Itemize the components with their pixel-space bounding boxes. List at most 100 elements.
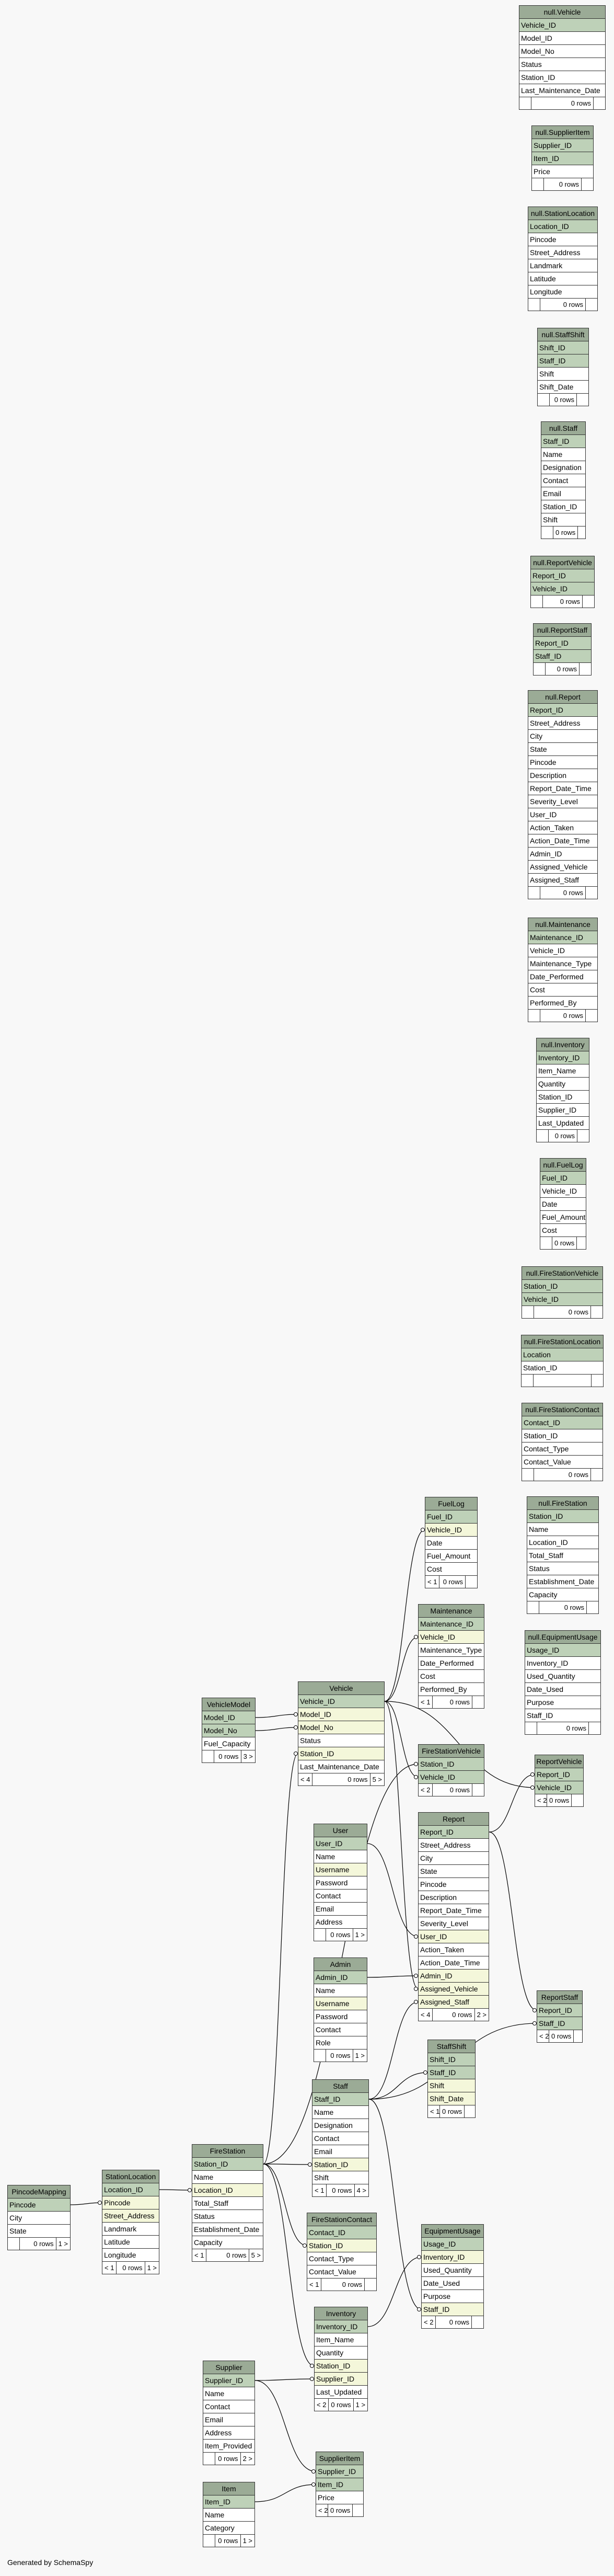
table-column: Landmark [102,2223,159,2236]
table-column: Action_Date_Time [528,834,597,848]
table-column: Cost [540,1224,586,1237]
table-column: Maintenance_Type [419,1644,484,1657]
children-count: 2 > [477,2011,486,2019]
table-title: ReportVehicle [535,1755,583,1768]
children-count [577,1237,588,1249]
table-title: Admin [314,1958,367,1971]
primary-key-column: Usage_ID [525,1644,600,1657]
parents-count: < 4 [419,2009,433,2021]
table-column: Latitude [102,2236,159,2249]
table-column: Last_Updated [315,2386,367,2399]
relationship-line [384,1701,419,1989]
relationship-end-marker [294,1751,298,1756]
table-title: EquipmentUsage [422,2225,483,2238]
table-column: Status [192,2210,263,2223]
primary-key-column: Staff_ID [541,435,585,448]
row-count: 0 rows [321,2279,365,2291]
foreign-key-column: Admin_ID [419,1970,489,1983]
table-column: State [419,1865,489,1878]
table-column: Last_Updated [537,1117,589,1130]
table-column: Action_Taken [419,1943,489,1956]
primary-key-column: Report_ID [535,1768,583,1781]
primary-key-column: Report_ID [531,569,594,582]
primary-key-column: Vehicle_ID [535,1781,583,1794]
row-count: 0 rows [214,1750,241,1762]
primary-key-column: Station_ID [527,1510,598,1523]
parents-count [202,1750,214,1762]
table-column: Contact [312,2132,368,2145]
foreign-key-column: Shift_Date [428,2092,475,2105]
primary-key-column: Supplier_ID [316,2465,363,2478]
foreign-key-column: Street_Address [102,2209,159,2223]
relationship-end-marker [530,1785,535,1790]
table-column: Date [425,1537,477,1550]
children-count [472,1784,484,1796]
relationship-line [367,1843,419,1937]
table-title: VehicleModel [202,1698,255,1711]
relationship-end-marker [311,2482,316,2487]
primary-key-column: Fuel_ID [425,1510,477,1524]
parents-count [537,1130,549,1142]
table-column: Name [192,2171,263,2184]
children-count [587,1601,598,1613]
parents-count: < 2 [315,2399,329,2411]
primary-key-column: Staff_ID [312,2093,368,2106]
table-column: Longitude [528,285,597,299]
table-column: Vehicle_ID [540,1185,586,1198]
foreign-key-column: Station_ID [312,2158,368,2171]
primary-key-column: Report_ID [419,1826,489,1839]
table-column: City [419,1852,489,1865]
table-column: Purpose [525,1696,600,1709]
foreign-key-column: Pincode [102,2196,159,2209]
primary-key-column: Model_ID [202,1711,255,1724]
table-column: Purpose [422,2290,483,2303]
table-column: Pincode [419,1878,489,1891]
row-count: 0 rows [215,2535,241,2547]
table-column: Contact_Value [307,2265,376,2279]
relationship-line [489,1774,535,1833]
children-count [472,1696,484,1708]
table-column: Date_Performed [528,970,597,983]
table-title: Supplier [203,2361,254,2374]
table-row-count-footer: 0 rows [531,596,594,608]
parents-count [525,1722,537,1734]
